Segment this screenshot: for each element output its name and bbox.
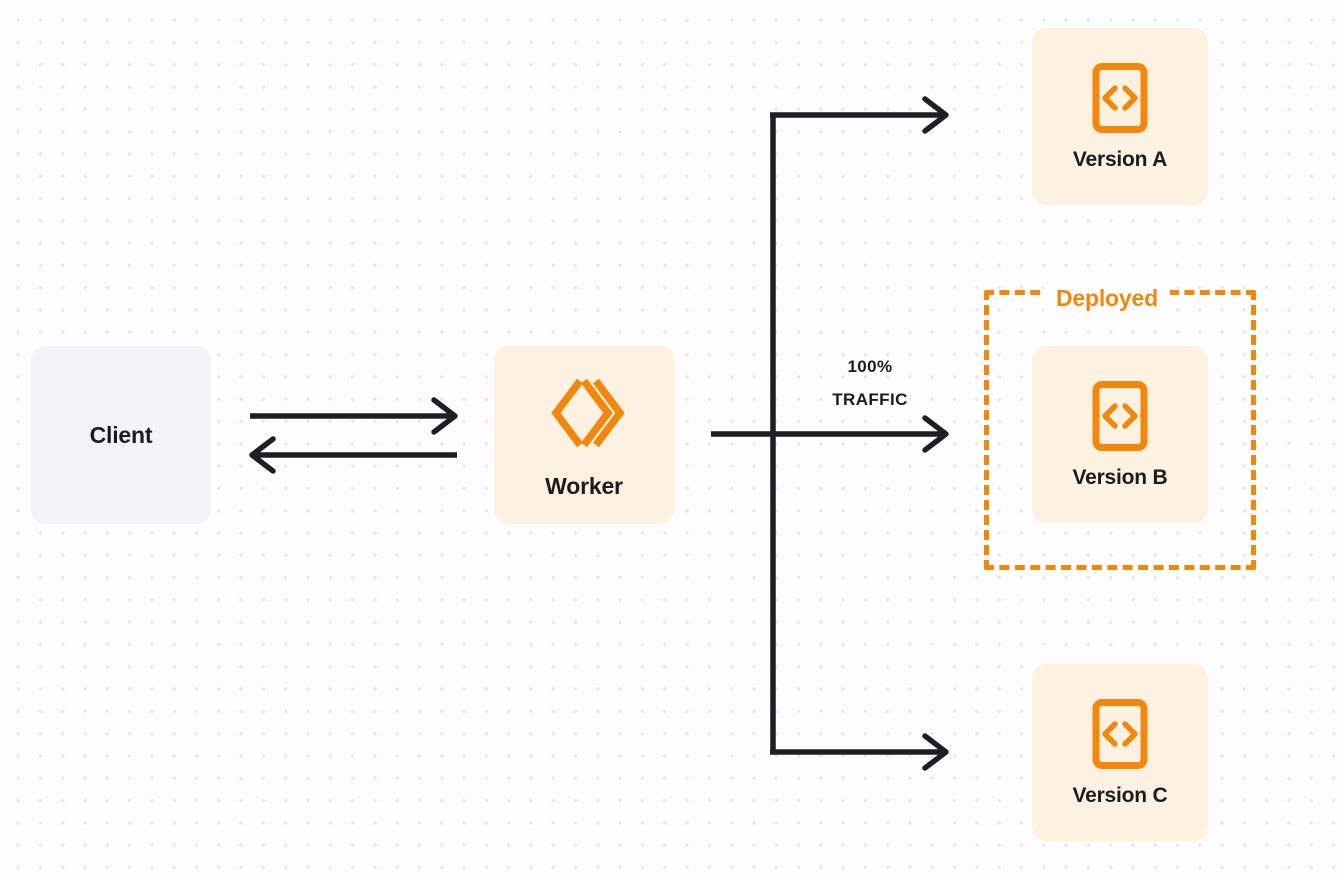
code-file-icon [1091,62,1149,134]
node-version-a-label: Version A [1072,147,1168,171]
arrow-worker-to-version-b [711,415,949,453]
node-version-a[interactable]: Version A [1032,28,1208,205]
arrow-worker-to-client [249,436,457,474]
node-worker[interactable]: Worker [494,346,674,524]
arrow-client-to-worker [250,397,458,435]
code-file-icon [1091,698,1149,770]
traffic-percent: 100% [847,357,893,376]
code-file-icon [1091,380,1149,452]
traffic-caption: TRAFFIC [832,390,908,409]
deployed-group-label: Deployed [1044,284,1170,312]
node-version-b[interactable]: Version B [1032,346,1208,523]
node-worker-label: Worker [545,472,623,499]
cloudflare-workers-logo-icon [542,371,626,455]
node-client[interactable]: Client [31,346,211,524]
node-version-c-label: Version C [1072,783,1168,807]
node-client-label: Client [89,421,153,448]
arrow-worker-to-version-a [770,96,949,134]
traffic-label: 100% TRAFFIC [790,350,950,416]
node-version-c[interactable]: Version C [1032,664,1208,841]
arrow-worker-to-version-c [770,733,949,771]
node-version-b-label: Version B [1072,465,1168,489]
